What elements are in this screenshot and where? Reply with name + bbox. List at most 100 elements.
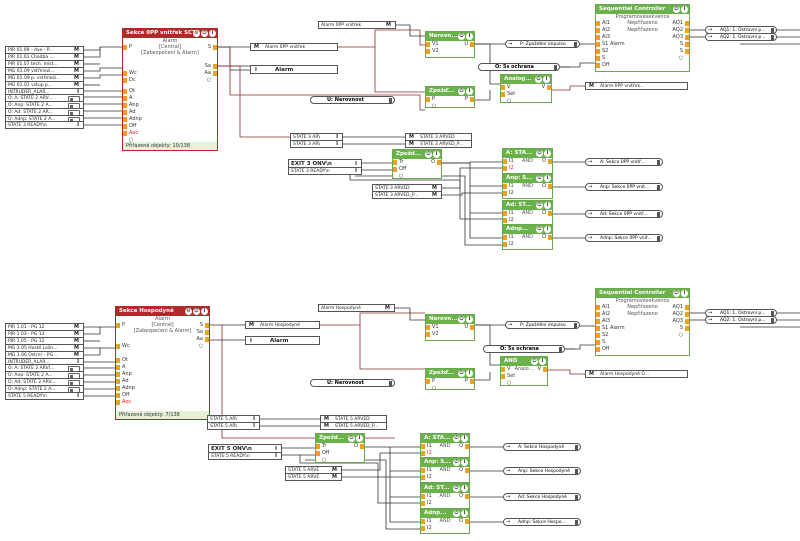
power-icon[interactable]: ⏻ [531,358,538,365]
toggle-icon[interactable] [68,110,80,115]
info-icon[interactable]: i [466,88,473,95]
info-icon[interactable]: i [539,358,546,365]
out-adnp-top[interactable]: →Adnp: Sekce 0PP vnit... [585,234,663,242]
info-icon[interactable]: i [356,435,363,442]
out-adnp-bot[interactable]: →Adnp: Sekce Hospo... [503,518,581,526]
sequential-controller-bottom[interactable]: Sequential Controller⏻i Programovésekven… [595,288,690,356]
toggle-icon[interactable] [68,103,80,108]
u-nerovnost-out[interactable]: U: Nerovnost [310,96,395,104]
out-anp-top[interactable]: →Anp: Sekce 0PP vnit... [585,183,663,191]
o-5s-ochrana-out[interactable]: O: 5s ochrana [478,63,560,71]
power-icon[interactable]: ⏻ [458,316,465,323]
o-5s-ochrana-out-b[interactable]: O: 5s ochrana [483,345,565,353]
info-icon[interactable]: i [466,33,473,40]
info-icon[interactable]: i [461,459,468,466]
power-icon[interactable]: ⏻ [193,308,200,315]
out-anp-bot[interactable]: →Anp: Sekce Hospodyně [503,467,581,475]
toggle-icon[interactable] [68,373,80,378]
toggle-icon[interactable] [68,387,80,392]
toggle-icon[interactable] [68,380,80,385]
out-a-bot[interactable]: →A: Sekce Hospodyně [503,443,581,451]
out-ad-top[interactable]: →Ad: Sekce 0PP vnitř... [585,210,663,218]
info-icon[interactable]: i [433,151,440,158]
info-icon[interactable]: i [543,76,550,83]
power-icon[interactable]: ⏻ [536,150,543,157]
power-icon[interactable]: ⏻ [535,76,542,83]
power-icon[interactable]: ⏻ [453,459,460,466]
info-icon[interactable]: i [681,6,688,13]
alarm-block-0pp[interactable]: Sekce 0PP vnitřek SCT3⚙⏻i Alarm [Central… [122,28,218,151]
info-icon[interactable]: i [544,202,551,209]
info-icon[interactable]: i [461,435,468,442]
info-icon[interactable]: i [461,510,468,517]
power-icon[interactable]: ⏻ [673,6,680,13]
info-icon[interactable]: i [544,226,551,233]
info-icon[interactable]: i [209,30,216,37]
state3-arvedp-box[interactable]: STATE 3 ARVED_P...I [290,140,343,148]
power-icon[interactable]: ⏻ [536,175,543,182]
power-icon[interactable]: ⏻ [673,290,680,297]
settings-icon[interactable]: ⚙ [185,308,192,315]
info-icon[interactable]: i [544,150,551,157]
power-icon[interactable]: ⏻ [458,88,465,95]
power-icon[interactable]: ⏻ [453,435,460,442]
settings-icon[interactable]: ⚙ [193,30,200,37]
state3-arvedp-in[interactable]: STATE 3 ARVED_P...M [372,191,442,199]
info-icon[interactable]: i [461,485,468,492]
zpozdeni-impulsu-out-b[interactable]: →P: Zpoždění impulsu [505,321,580,329]
u-nerovnost-out-b[interactable]: U: Nerovnost [310,379,395,387]
power-icon[interactable]: ⏻ [458,370,465,377]
power-icon[interactable]: ⏻ [201,30,208,37]
info-icon[interactable]: i [201,308,208,315]
power-icon[interactable]: ⏻ [536,202,543,209]
state5-arvedp-box[interactable]: STATE 5 ARVED_P...I [207,422,260,430]
out-ad-bot[interactable]: →Ad: Sekce Hospodyně [503,493,581,501]
state5-arvedp-in[interactable]: STATE 5 ARVED_P...M [285,473,342,481]
power-icon[interactable]: ⏻ [458,33,465,40]
toggle-icon[interactable] [68,96,80,101]
out-a-top[interactable]: →A: Sekce 0PP vnitř... [585,158,663,166]
toggle-icon[interactable] [68,117,80,122]
aq2-out-bot[interactable]: →AQ2: 1. Ostrovní p... [705,316,777,324]
aq2-out-top[interactable]: →AQ2: 1. Ostrovní p... [705,33,777,41]
info-icon[interactable]: i [544,175,551,182]
alarm-block-hospodyne[interactable]: Sekce Hospodyně⚙⏻i Alarm [Central] [Zabe… [115,306,210,420]
info-icon[interactable]: i [466,316,473,323]
power-icon[interactable]: ⏻ [425,151,432,158]
toggle-icon[interactable] [68,366,80,371]
zpozdeni-impulsu-out[interactable]: →P: Zpoždění impulsu [505,40,580,48]
power-icon[interactable]: ⏻ [453,485,460,492]
power-icon[interactable]: ⏻ [348,435,355,442]
power-icon[interactable]: ⏻ [536,226,543,233]
